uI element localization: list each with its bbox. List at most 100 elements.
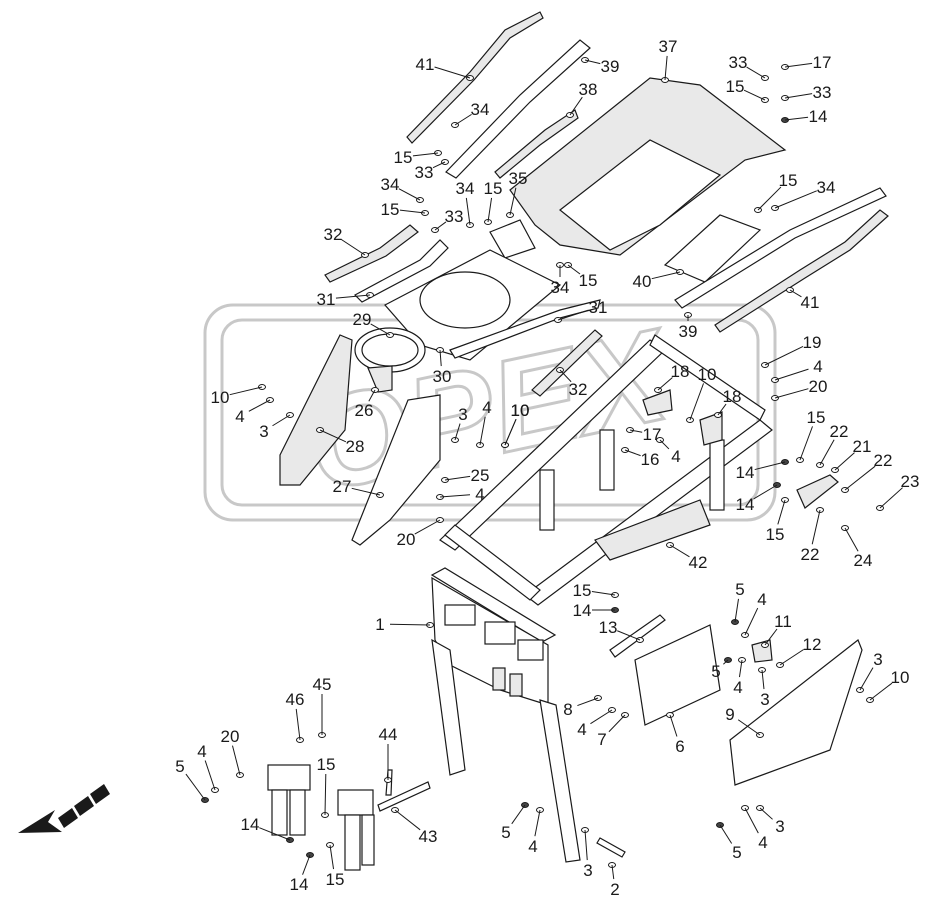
- callout-label-3: 3: [775, 817, 784, 836]
- callout-label-12: 12: [803, 635, 822, 654]
- callout-label-18: 18: [723, 387, 742, 406]
- callout-label-1: 1: [375, 615, 384, 634]
- callout-label-31: 31: [317, 290, 336, 309]
- callout-leader-5: [719, 824, 733, 844]
- callout-leader-15: [324, 773, 327, 816]
- callout-label-28: 28: [346, 437, 365, 456]
- callout-leader-38: [569, 96, 583, 116]
- part-32-left-rail: [324, 224, 419, 283]
- callout-leader-43: [394, 809, 421, 831]
- callout-label-33: 33: [445, 207, 464, 226]
- forward-direction-arrow-icon: [18, 784, 110, 833]
- part-26-bracket: [367, 365, 393, 393]
- callout-leader-20: [774, 388, 809, 399]
- part-31-right-strip: [449, 299, 601, 359]
- callout-label-14: 14: [736, 495, 755, 514]
- callout-label-20: 20: [221, 727, 240, 746]
- callout-leader-24: [844, 527, 859, 552]
- callout-leader-14: [754, 461, 786, 471]
- callout-leader-22: [844, 465, 876, 491]
- part-2-bolt: [596, 837, 626, 858]
- callout-leader-28: [319, 429, 347, 443]
- callout-leader-4: [774, 368, 809, 381]
- callout-label-4: 4: [577, 720, 586, 739]
- callout-leader-15: [777, 499, 786, 525]
- callout-label-14: 14: [809, 107, 828, 126]
- callout-label-10: 10: [891, 668, 910, 687]
- callout-label-4: 4: [528, 837, 537, 856]
- callout-label-32: 32: [324, 225, 343, 244]
- callout-label-18: 18: [671, 362, 690, 381]
- callout-label-45: 45: [313, 675, 332, 694]
- callout-label-24: 24: [854, 551, 873, 570]
- callout-leader-15: [799, 426, 813, 461]
- callout-leader-3: [584, 829, 588, 861]
- mid-assembly: [279, 327, 839, 606]
- callout-leader-4: [738, 659, 743, 678]
- callout-leader-4: [744, 807, 759, 834]
- callout-leader-25: [444, 475, 471, 481]
- callout-leader-15: [329, 844, 335, 870]
- callout-label-39: 39: [679, 322, 698, 341]
- part-41-left-rail: [406, 11, 544, 144]
- callout-leader-34: [398, 188, 421, 201]
- callout-leader-4: [204, 760, 216, 791]
- callout-leader-31: [557, 309, 589, 321]
- callout-label-42: 42: [689, 553, 708, 572]
- callout-label-33: 33: [415, 163, 434, 182]
- callout-label-15: 15: [317, 755, 336, 774]
- part-41-right-rail: [714, 209, 889, 333]
- callout-label-4: 4: [197, 742, 206, 761]
- callout-leader-33: [746, 66, 766, 79]
- callout-label-15: 15: [807, 408, 826, 427]
- callout-leader-20: [414, 519, 441, 535]
- callout-label-3: 3: [760, 690, 769, 709]
- callout-leader-42: [669, 544, 690, 558]
- callout-leader-15: [743, 89, 766, 101]
- callout-label-14: 14: [573, 601, 592, 620]
- lower-assembly: [267, 567, 863, 871]
- callout-leader-18: [657, 377, 673, 391]
- callout-leader-22: [811, 509, 821, 545]
- callout-leader-32: [341, 239, 366, 256]
- callout-leader-46: [295, 708, 301, 741]
- callout-leader-4: [534, 809, 541, 837]
- callout-label-34: 34: [471, 100, 490, 119]
- callout-leader-4: [744, 607, 759, 636]
- callout-leader-9: [737, 719, 761, 736]
- callout-leader-4: [659, 439, 670, 450]
- callout-label-15: 15: [326, 870, 345, 889]
- callout-leader-35: [509, 187, 517, 216]
- callout-label-15: 15: [381, 200, 400, 219]
- callout-leader-10: [504, 418, 517, 446]
- part-31-left-strip: [354, 239, 449, 303]
- callout-label-2: 2: [610, 880, 619, 899]
- callout-label-4: 4: [813, 357, 822, 376]
- callout-leader-20: [231, 745, 241, 776]
- callout-label-10: 10: [211, 388, 230, 407]
- callout-label-7: 7: [597, 730, 606, 749]
- callout-leader-30: [439, 349, 442, 367]
- callout-label-44: 44: [379, 725, 398, 744]
- fuel-filter-assembly-right: [337, 789, 375, 871]
- part-21-bracket: [796, 474, 839, 509]
- callout-leader-3: [859, 667, 874, 691]
- callout-label-20: 20: [809, 377, 828, 396]
- callout-label-15: 15: [779, 171, 798, 190]
- callout-leader-12: [779, 649, 804, 666]
- callout-label-22: 22: [874, 451, 893, 470]
- callout-label-3: 3: [458, 405, 467, 424]
- callout-leader-14: [753, 484, 778, 500]
- callout-label-3: 3: [583, 861, 592, 880]
- callout-label-43: 43: [419, 827, 438, 846]
- callout-label-10: 10: [511, 401, 530, 420]
- callout-leader-5: [734, 598, 739, 623]
- callout-leader-14: [784, 116, 809, 121]
- callout-leader-3: [454, 423, 461, 441]
- callout-leader-15: [567, 264, 581, 275]
- callout-label-10: 10: [511, 401, 530, 420]
- callout-leader-21: [834, 452, 855, 471]
- callout-label-4: 4: [235, 407, 244, 426]
- part-35-plate: [489, 219, 536, 259]
